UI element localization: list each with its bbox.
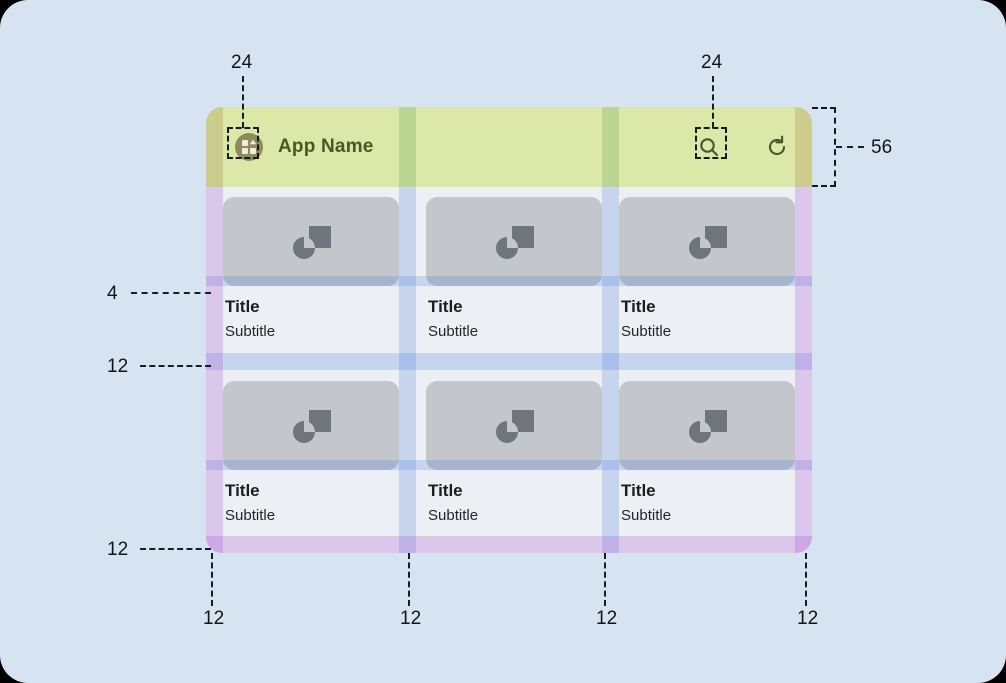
annotation-left-margin: 12 xyxy=(203,608,225,629)
image-placeholder-icon xyxy=(293,409,331,443)
card-subtitle: Subtitle xyxy=(428,323,479,340)
leader-line-media-title-gap xyxy=(131,292,211,294)
leader-line-bottom-margin xyxy=(140,548,211,550)
refresh-icon[interactable] xyxy=(764,134,790,160)
card-text: Title Subtitle xyxy=(426,286,602,343)
list-item[interactable]: Title Subtitle xyxy=(619,381,795,527)
image-placeholder-icon xyxy=(689,225,727,259)
measure-bracket-appbar-height xyxy=(812,107,836,187)
card-title: Title xyxy=(428,297,463,316)
leader-line-right-margin xyxy=(805,553,807,606)
list-item[interactable]: Title Subtitle xyxy=(619,197,795,343)
leader-line-gutter-1 xyxy=(408,553,410,606)
card-text: Title Subtitle xyxy=(223,470,399,527)
card-title: Title xyxy=(225,481,260,500)
card-text: Title Subtitle xyxy=(619,470,795,527)
card-subtitle: Subtitle xyxy=(428,507,479,524)
leader-line-icon-size-right xyxy=(712,76,714,128)
card-subtitle: Subtitle xyxy=(225,507,276,524)
list-item[interactable]: Title Subtitle xyxy=(223,381,399,527)
card-media xyxy=(426,197,602,286)
card-media xyxy=(619,197,795,286)
image-placeholder-icon xyxy=(496,225,534,259)
leader-line-left-margin xyxy=(211,553,213,606)
leader-line-appbar-height xyxy=(836,146,864,148)
card-text: Title Subtitle xyxy=(619,286,795,343)
list-item[interactable]: Title Subtitle xyxy=(223,197,399,343)
image-placeholder-icon xyxy=(689,409,727,443)
image-placeholder-icon xyxy=(293,225,331,259)
card-title: Title xyxy=(428,481,463,500)
annotation-media-title-gap: 4 xyxy=(107,283,118,304)
app-bar-title: App Name xyxy=(278,136,374,157)
annotation-icon-size-right: 24 xyxy=(701,52,723,73)
search-icon[interactable] xyxy=(696,134,722,160)
annotation-gutter-2: 12 xyxy=(596,608,618,629)
card-subtitle: Subtitle xyxy=(225,323,276,340)
card-subtitle: Subtitle xyxy=(621,323,672,340)
card-media xyxy=(223,381,399,470)
annotation-gutter-1: 12 xyxy=(400,608,422,629)
annotation-right-margin: 12 xyxy=(797,608,819,629)
measure-box-search-icon xyxy=(695,127,727,159)
card-media xyxy=(426,381,602,470)
card-subtitle: Subtitle xyxy=(621,507,672,524)
annotation-row-gap: 12 xyxy=(107,356,129,377)
card-grid: Title Subtitle Title Subtitle xyxy=(206,187,812,553)
card-title: Title xyxy=(225,297,260,316)
list-item[interactable]: Title Subtitle xyxy=(426,381,602,527)
annotation-appbar-height: 56 xyxy=(871,137,893,158)
card-text: Title Subtitle xyxy=(223,286,399,343)
layout-frame: App Name xyxy=(206,107,812,553)
card-text: Title Subtitle xyxy=(426,470,602,527)
annotation-bottom-margin: 12 xyxy=(107,539,129,560)
card-media xyxy=(619,381,795,470)
card-title: Title xyxy=(621,481,656,500)
list-item[interactable]: Title Subtitle xyxy=(426,197,602,343)
image-placeholder-icon xyxy=(496,409,534,443)
card-media xyxy=(223,197,399,286)
leader-line-gutter-2 xyxy=(604,553,606,606)
annotation-icon-size-left: 24 xyxy=(231,52,253,73)
leader-line-row-gap xyxy=(140,365,211,367)
leader-line-icon-size-left xyxy=(242,76,244,128)
measure-box-app-logo xyxy=(227,127,259,159)
card-title: Title xyxy=(621,297,656,316)
